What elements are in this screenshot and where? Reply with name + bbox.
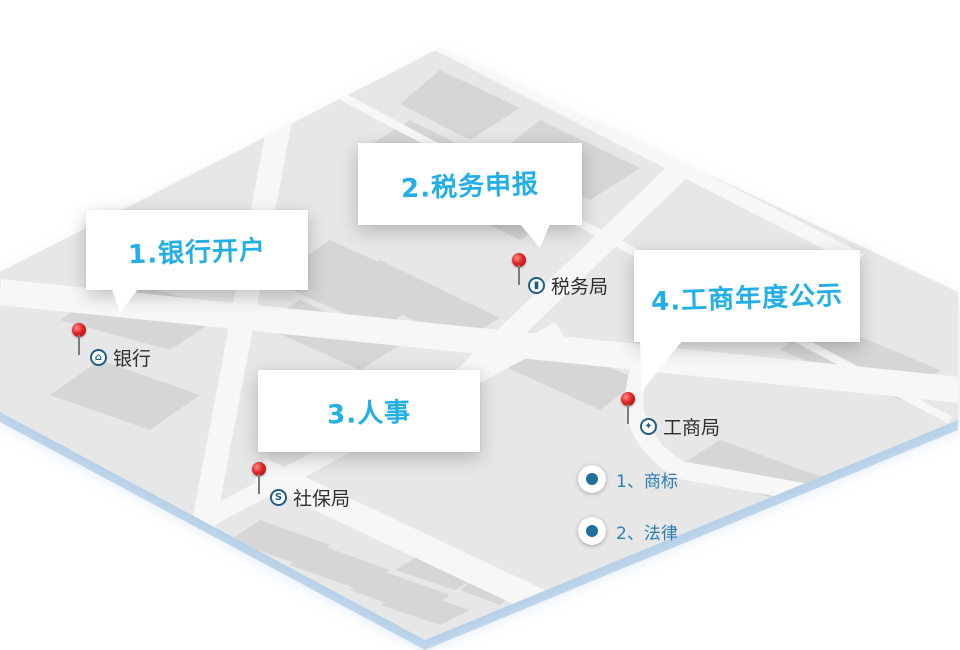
place-business-bureau[interactable]: ✦ 工商局 (640, 413, 720, 440)
callout-text: 3.人事 (326, 397, 412, 430)
map-pin[interactable] (72, 323, 88, 357)
place-social-security[interactable]: S 社保局 (270, 484, 350, 511)
place-bank[interactable]: ⌂ 银行 (90, 344, 151, 371)
place-label-text: 社保局 (293, 488, 351, 510)
business-icon: ✦ (640, 418, 657, 435)
map-pin[interactable] (621, 392, 637, 426)
sub-item-label: 1、商标 (616, 471, 678, 492)
radio-dot-icon (578, 517, 606, 545)
callout-bank-account: 1.银行开户 (86, 210, 308, 290)
place-label-text: 银行 (113, 348, 152, 370)
place-label-text: 税务局 (551, 276, 609, 298)
callout-hr: 3.人事 (258, 370, 480, 452)
place-label-text: 工商局 (663, 417, 721, 439)
sub-item-trademark[interactable]: 1、商标 (578, 465, 678, 493)
place-tax-bureau[interactable]: ▮ 税务局 (528, 272, 608, 299)
social-security-icon: S (270, 489, 287, 506)
callout-tail (112, 289, 138, 313)
chart-icon: ▮ (528, 277, 545, 294)
callout-text: 1.银行开户 (127, 235, 267, 270)
callout-business-annual: 4.工商年度公示 (634, 250, 860, 342)
callout-tax-filing: 2.税务申报 (358, 143, 582, 225)
sub-item-label: 2、法律 (616, 523, 678, 544)
map-pin[interactable] (252, 462, 268, 496)
roads (0, 48, 958, 640)
sub-item-legal[interactable]: 2、法律 (578, 517, 678, 545)
callout-text: 2.税务申报 (400, 169, 540, 204)
radio-dot-icon (578, 465, 606, 493)
callout-tail (520, 224, 550, 248)
map-pin[interactable] (512, 253, 528, 287)
callout-text: 4.工商年度公示 (650, 280, 844, 317)
bank-icon: ⌂ (90, 349, 107, 366)
callout-tail (640, 341, 682, 391)
